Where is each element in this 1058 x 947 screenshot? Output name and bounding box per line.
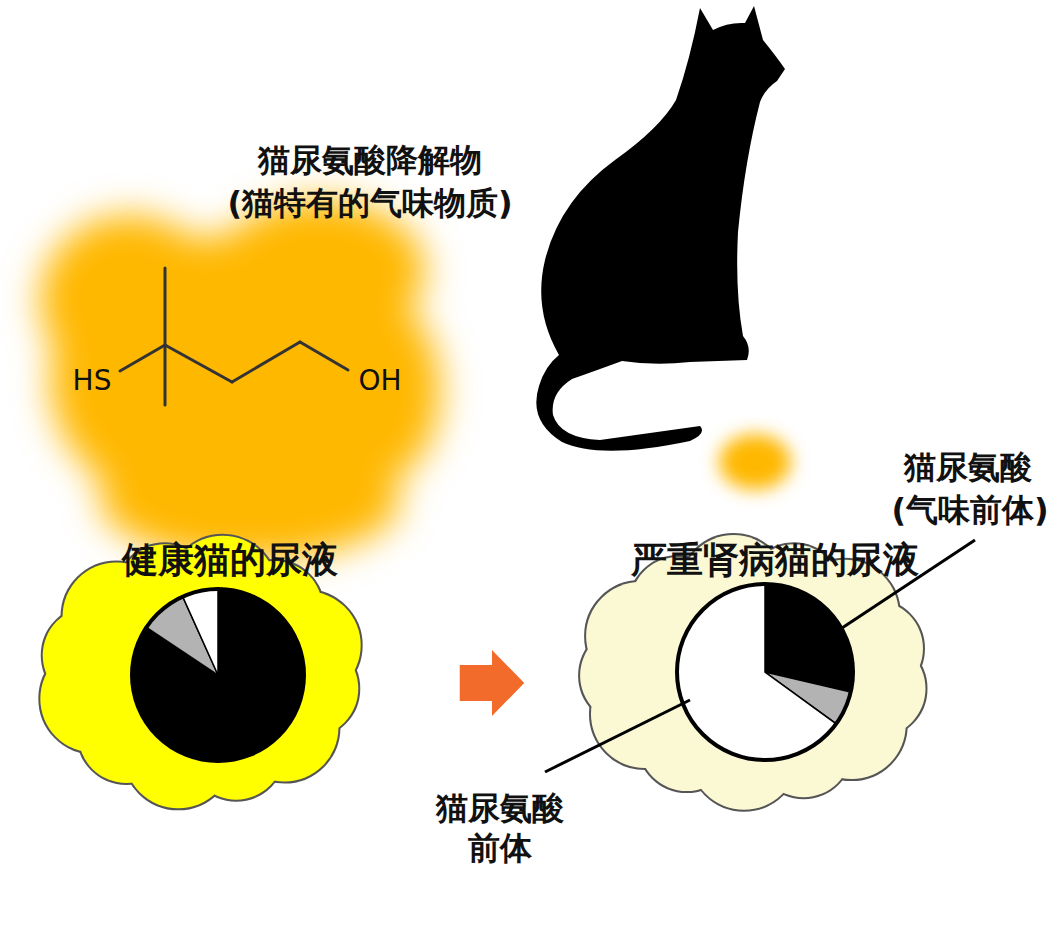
callout-label: 猫尿氨酸 [904,447,1032,487]
cloud-fill [40,536,360,809]
pie-chart [132,589,304,761]
pie-slice [183,589,218,675]
atom-label: HS [73,363,112,398]
molecule-bonds [120,268,348,405]
atom-label: OH [358,363,401,398]
cloud-fill [580,535,925,810]
cloud-core [84,583,318,761]
pie-slice [132,589,304,761]
callout-label: (气味前体) [891,490,1048,530]
callout-label: (猫特有的气味物质) [227,183,512,223]
cloud-fill [580,535,925,810]
odor-puff [719,434,791,490]
leader-line [545,700,690,772]
urine-caption: 健康猫的尿液 [122,538,338,581]
callout-label: 猫尿氨酸前体 [435,788,565,868]
cloud-core [623,583,885,761]
urine-cloud: 严重肾病猫的尿液 [578,538,930,806]
odor-cloud [40,200,440,560]
leader-lines [545,540,975,772]
cloud-core [623,583,885,761]
leader-line [842,540,975,628]
urine-caption: 严重肾病猫的尿液 [631,538,919,581]
cloud-fill [40,536,360,809]
pie-rim [677,584,853,760]
urine-cloud: 健康猫的尿液 [38,538,363,806]
pie-chart [677,584,853,760]
callout-label: 猫尿氨酸降解物 [258,140,482,180]
block-arrow [460,650,525,716]
pie-rim [132,589,304,761]
cloud-core [84,583,318,761]
cat-silhouette [536,6,785,451]
